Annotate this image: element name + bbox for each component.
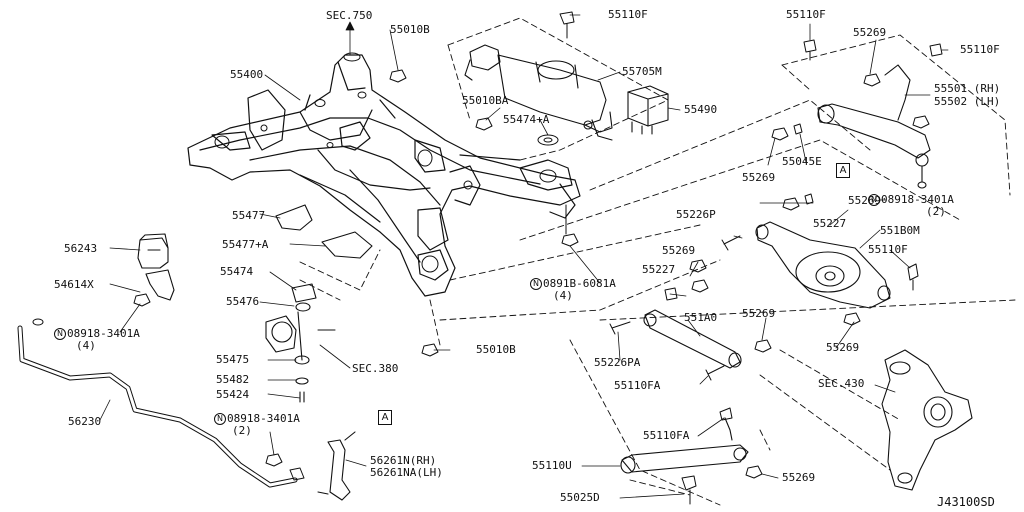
label-55110fa-2: 55110FA	[643, 429, 690, 442]
label-55110u: 55110U	[532, 459, 572, 472]
label-55269-mid-1: 55269	[848, 194, 882, 207]
label-55110f-mid: 55110F	[868, 243, 908, 256]
label-55482: 55482	[216, 373, 250, 386]
reference-box-a-lower: A	[378, 410, 392, 425]
label-55110f-top: 55110F	[608, 8, 648, 21]
label-sec750: SEC.750	[326, 9, 373, 22]
label-55501-rh: 55501 (RH)	[934, 82, 1001, 95]
label-55400: 55400	[230, 68, 264, 81]
member-holes	[214, 52, 557, 273]
label-55424: 55424	[216, 388, 250, 401]
reference-box-a-upper: A	[836, 163, 850, 178]
label-56261n-rh: 56261N(RH)	[370, 454, 437, 467]
label-55269-right-top: 55269	[853, 26, 887, 39]
label-56261na-lh: 56261NA(LH)	[370, 466, 443, 479]
label-55010ba: 55010BA	[462, 94, 509, 107]
label-55477a: 55477+A	[222, 238, 269, 251]
label-55045e: 55045E	[782, 155, 822, 168]
rear-link	[620, 417, 749, 474]
lower-link-arm	[755, 221, 891, 309]
label-55474: 55474	[220, 265, 254, 278]
label-08918-bottom-qty: (2)	[232, 424, 252, 437]
label-08918-right: 08918-3401A	[881, 193, 954, 206]
label-56230: 56230	[68, 415, 102, 428]
label-0891b-qty: (4)	[553, 289, 573, 302]
label-55475: 55475	[216, 353, 250, 366]
label-55269-mid-3: 55269	[742, 307, 776, 320]
diagram-id: J43100SD	[937, 495, 995, 509]
label-55110f-far-right: 55110F	[960, 43, 1000, 56]
fasteners	[133, 11, 943, 505]
nut-symbol-n-right: N	[868, 194, 880, 206]
label-55502-lh: 55502 (LH)	[934, 95, 1001, 108]
label-55705m: 55705M	[622, 65, 662, 78]
control-module	[627, 85, 669, 135]
nut-symbol-n-mid: N	[530, 278, 542, 290]
dashed-boundaries	[299, 17, 1016, 506]
nut-symbol-n-bottom: N	[214, 413, 226, 425]
label-08918-bottom: 08918-3401A	[227, 412, 300, 425]
nut-symbol-n-left: N	[54, 328, 66, 340]
label-0891b: 0891B-6081A	[543, 277, 616, 290]
upper-link-arm	[817, 64, 931, 189]
suspension-member	[187, 54, 581, 297]
label-55010b-top: 55010B	[390, 23, 430, 36]
label-55269-mid-2: 55269	[662, 244, 696, 257]
stabilizer-bushing	[137, 233, 175, 301]
stabilizer-link	[317, 431, 356, 501]
label-sec380: SEC.380	[352, 362, 399, 375]
label-54614x: 54614X	[54, 278, 94, 291]
toe-link	[643, 309, 742, 369]
member-brackets	[275, 204, 373, 259]
label-55269-mid-4: 55269	[826, 341, 860, 354]
label-55490: 55490	[684, 103, 718, 116]
label-55010b-mid: 55010B	[476, 343, 516, 356]
stabilizer-bar	[17, 325, 298, 488]
label-55269-bottom: 55269	[782, 471, 816, 484]
leader-lines	[99, 14, 949, 499]
label-55476: 55476	[226, 295, 260, 308]
label-55110fa-1: 55110FA	[614, 379, 661, 392]
label-551a0: 551A0	[684, 311, 718, 324]
label-sec430: SEC.430	[818, 377, 865, 390]
label-55477: 55477	[232, 209, 266, 222]
label-55226pa: 55226PA	[594, 356, 641, 369]
label-56243: 56243	[64, 242, 98, 255]
mount-stack	[265, 283, 336, 403]
label-08918-left: 08918-3401A	[67, 327, 140, 340]
label-55227-2: 55227	[642, 263, 676, 276]
label-55269-right-mid: 55269	[742, 171, 776, 184]
label-55474a: 55474+A	[503, 113, 550, 126]
label-55025d: 55025D	[560, 491, 600, 504]
label-08918-right-qty: (2)	[926, 205, 946, 218]
label-551b0m: 551B0M	[880, 224, 920, 237]
axle-knuckle	[881, 349, 973, 491]
actuator-assembly	[464, 44, 613, 141]
label-08918-left-qty: (4)	[76, 339, 96, 352]
label-55226p: 55226P	[676, 208, 716, 221]
label-55110f-right: 55110F	[786, 8, 826, 21]
label-55227-1: 55227	[813, 217, 847, 230]
